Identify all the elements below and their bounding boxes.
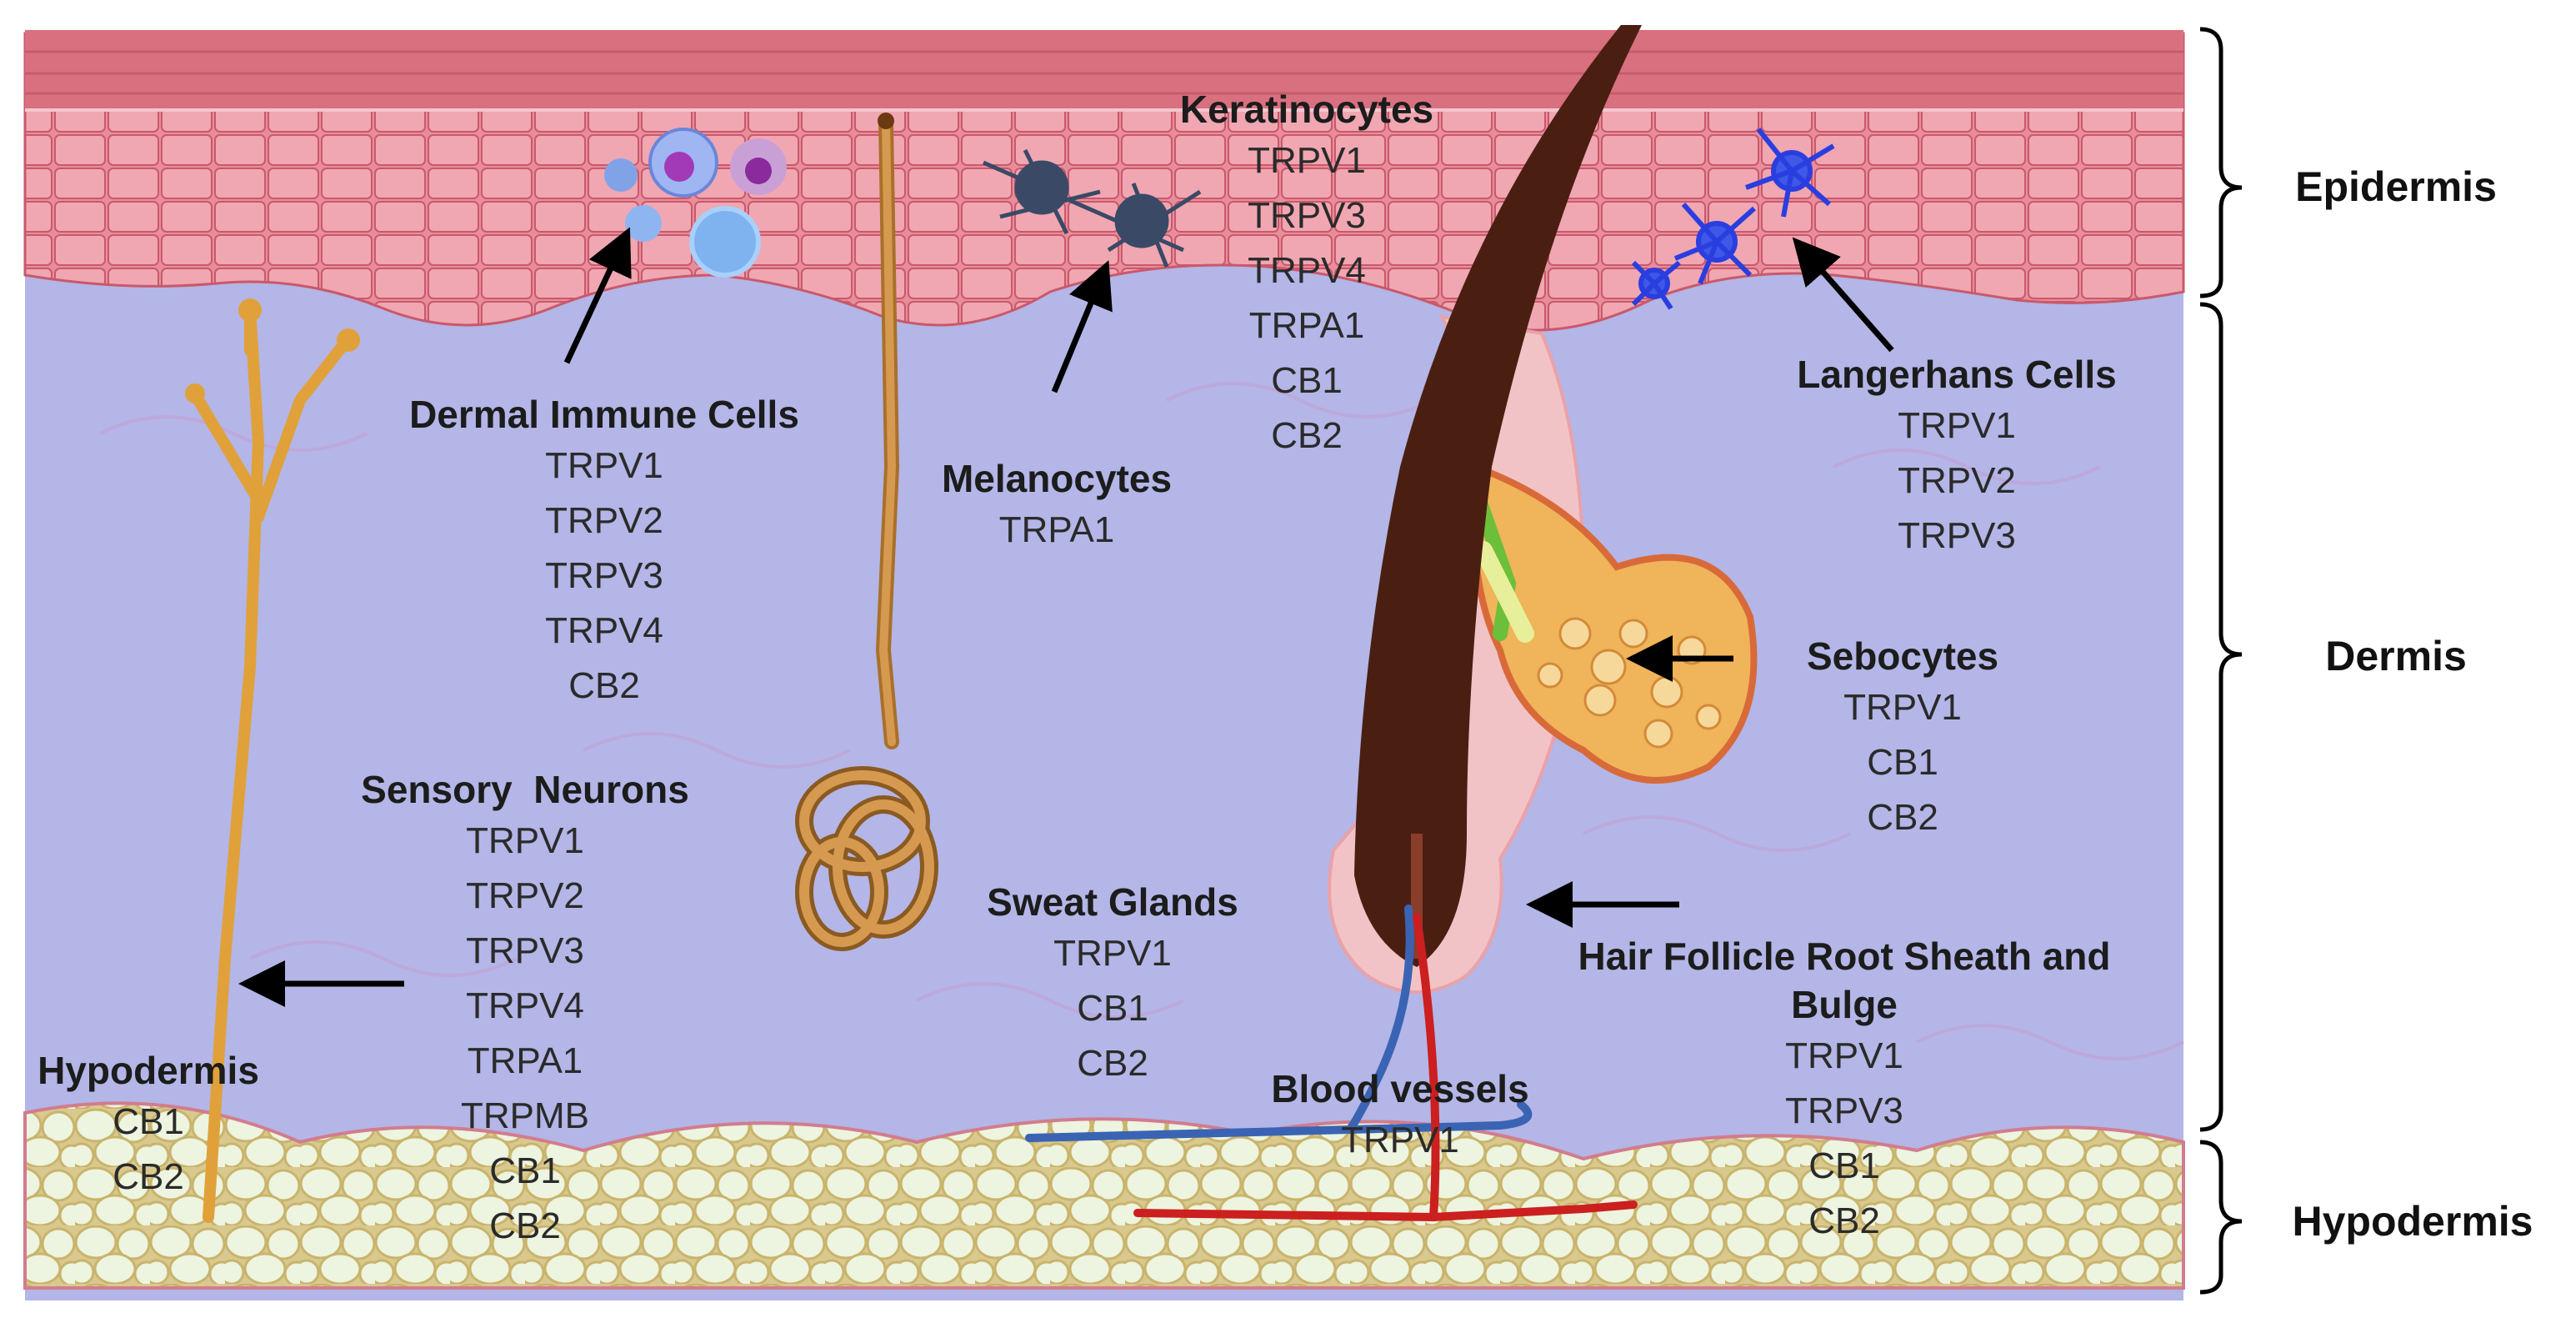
layer-brackets — [2199, 27, 2243, 1295]
receptor-item: TRPV1 — [1898, 405, 2016, 446]
receptor-item: CB1 — [1867, 742, 1938, 783]
group-dermal-immune-cells: Dermal Immune Cells TRPV1 TRPV2 TRPV3 TR… — [409, 390, 799, 714]
group-title: Langerhans Cells — [1797, 353, 2117, 396]
receptor-item: CB2 — [489, 1205, 561, 1246]
group-langerhans-cells: Langerhans Cells TRPV1 TRPV2 TRPV3 — [1797, 350, 2116, 564]
receptor-item: TRPV3 — [1248, 195, 1366, 236]
receptor-item: TRPV4 — [1248, 250, 1366, 291]
stratum-corneum — [25, 30, 2183, 110]
blood-vessels — [1025, 905, 1638, 1222]
group-title: Blood vessels — [1271, 1067, 1529, 1110]
layer-label-epidermis: Epidermis — [2295, 163, 2497, 210]
receptor-item: TRPV2 — [1898, 460, 2016, 501]
receptor-item: CB1 — [1077, 988, 1148, 1029]
receptor-item: TRPV4 — [545, 610, 663, 651]
receptor-item: TRPV1 — [1341, 1120, 1459, 1160]
receptor-item: TRPV1 — [1843, 687, 1962, 728]
receptor-item: TRPA1 — [467, 1040, 583, 1081]
receptor-item: TRPMB — [461, 1095, 589, 1136]
receptor-item: TRPV3 — [545, 555, 663, 596]
dermis-layer — [25, 117, 2183, 1300]
group-title: Hair Follicle Root Sheath and — [1578, 935, 2111, 978]
group-title: Melanocytes — [941, 457, 1173, 500]
group-hair-follicle: Hair Follicle Root Sheath and Bulge TRPV… — [1578, 932, 2111, 1249]
receptor-item: TRPV1 — [466, 820, 584, 861]
group-blood-vessels: Blood vessels TRPV1 — [1271, 1065, 1528, 1168]
sebaceous-gland — [1470, 462, 1758, 784]
layer-label-hypodermis: Hypodermis — [2292, 1198, 2533, 1245]
melanocytes-cells — [982, 148, 1202, 268]
group-title-line2: Bulge — [1791, 983, 1898, 1026]
pointer-arrows — [238, 227, 1894, 1007]
receptor-item: CB1 — [1808, 1145, 1880, 1186]
receptor-item: TRPV1 — [1248, 140, 1366, 181]
receptor-item: CB2 — [1271, 415, 1343, 456]
receptor-item: TRPV1 — [545, 445, 663, 486]
receptor-item: TRPV3 — [1785, 1090, 1903, 1131]
group-keratinocytes: Keratinocytes TRPV1 TRPV3 TRPV4 TRPA1 CB… — [1180, 85, 1433, 464]
receptor-item: TRPV3 — [466, 930, 584, 971]
sweat-gland — [795, 113, 938, 951]
group-sweat-glands: Sweat Glands TRPV1 CB1 CB2 — [987, 878, 1238, 1091]
receptor-item: CB1 — [489, 1150, 561, 1191]
receptor-item: TRPV2 — [466, 875, 584, 916]
receptor-item: CB2 — [1808, 1200, 1880, 1241]
receptor-item: CB2 — [1867, 797, 1938, 838]
group-title: Hypodermis — [38, 1049, 259, 1092]
receptor-item: TRPV1 — [1053, 933, 1172, 974]
layer-label-dermis: Dermis — [2325, 633, 2467, 679]
dermal-immune-cells — [604, 128, 787, 278]
receptor-item: CB2 — [1077, 1043, 1148, 1084]
receptor-item: TRPA1 — [998, 509, 1115, 550]
group-hypodermis-left: Hypodermis CB1 CB2 — [38, 1046, 259, 1205]
group-title: Keratinocytes — [1179, 88, 1434, 131]
group-sensory-neurons: Sensory Neurons TRPV1 TRPV2 TRPV3 TRPV4 … — [361, 765, 689, 1254]
receptor-item: CB2 — [113, 1156, 184, 1197]
receptor-item: CB2 — [568, 665, 640, 706]
sensory-neuron — [190, 303, 352, 1223]
receptor-item: TRPV1 — [1785, 1035, 1903, 1076]
langerhans-cells — [1631, 128, 1835, 310]
group-melanocytes: Melanocytes TRPA1 — [942, 454, 1172, 558]
group-title: Sebocytes — [1806, 634, 1999, 678]
receptor-item: TRPA1 — [1248, 305, 1365, 346]
group-title: Sweat Glands — [987, 880, 1238, 924]
hair-shaft — [1354, 25, 1642, 967]
dermis-fibres — [99, 382, 2184, 1060]
receptor-item: CB1 — [113, 1101, 184, 1142]
group-title: Dermal Immune Cells — [409, 393, 799, 436]
receptor-item: CB1 — [1271, 360, 1343, 401]
group-sebocytes: Sebocytes TRPV1 CB1 CB2 — [1807, 632, 1998, 845]
receptor-item: TRPV4 — [466, 985, 584, 1026]
receptor-item: TRPV2 — [545, 500, 663, 541]
group-title: Sensory Neurons — [361, 768, 689, 811]
receptor-item: TRPV3 — [1898, 515, 2016, 556]
hypodermis-layer — [23, 1101, 2185, 1290]
